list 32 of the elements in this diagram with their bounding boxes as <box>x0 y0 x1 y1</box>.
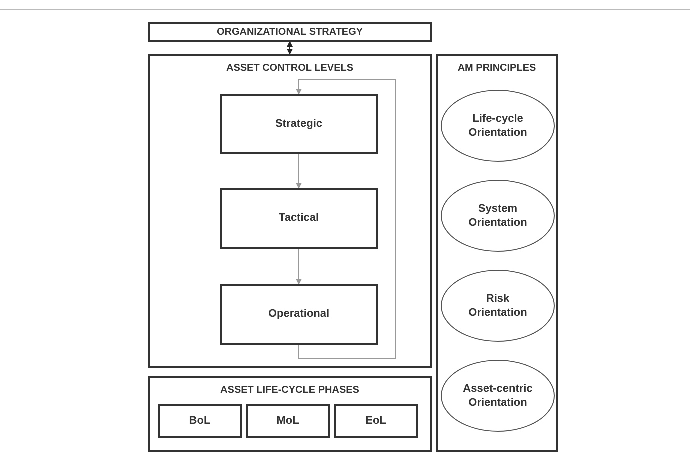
section-panel <box>436 54 558 452</box>
node-label: Life-cycle Orientation <box>468 112 528 140</box>
node-label: MoL <box>276 414 300 429</box>
node-label: System Orientation <box>468 202 528 230</box>
node-label: EoL <box>366 414 386 429</box>
node-label: Operational <box>268 307 330 322</box>
node-label: Risk Orientation <box>468 292 528 320</box>
level-box <box>246 404 330 438</box>
principle-ellipse <box>441 180 555 252</box>
arrow <box>296 80 396 360</box>
arrow <box>296 248 302 285</box>
node-label: ORGANIZATIONAL STRATEGY <box>216 26 364 40</box>
node-label: AM PRINCIPLES <box>458 62 536 76</box>
node-label: ASSET CONTROL LEVELS <box>226 62 354 76</box>
principle-ellipse <box>441 360 555 432</box>
node-label: Asset-centric Orientation <box>462 382 534 410</box>
principle-ellipse <box>441 270 555 342</box>
node-label: Strategic <box>275 116 323 132</box>
strategy-bar <box>148 22 432 42</box>
principle-ellipse <box>441 90 555 162</box>
node-label: Tactical <box>278 211 320 226</box>
level-box <box>220 284 378 345</box>
level-box <box>220 94 378 154</box>
level-box <box>220 188 378 249</box>
arrow <box>296 154 302 189</box>
section-panel <box>148 376 432 452</box>
level-box <box>334 404 418 438</box>
node-label: ASSET LIFE-CYCLE PHASES <box>220 384 360 398</box>
section-panel <box>148 54 432 368</box>
level-box <box>158 404 242 438</box>
node-label: BoL <box>189 414 211 429</box>
arrow <box>287 41 293 55</box>
